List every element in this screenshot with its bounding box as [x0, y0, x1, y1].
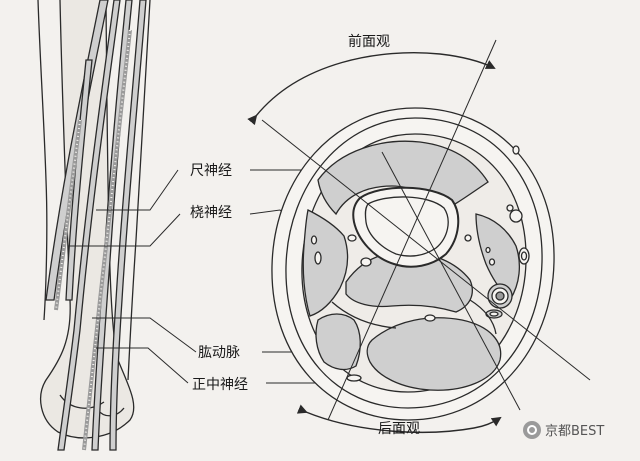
radial-nerve-label: 桡神经 [190, 205, 232, 221]
cross-section [271, 107, 555, 421]
median-nerve-label: 正中神经 [192, 377, 248, 393]
view-arcs [247, 52, 502, 433]
strand-4 [109, 0, 147, 451]
leader-median-left [96, 347, 189, 384]
watermark: 京都BEST [523, 420, 604, 439]
plane-line-1 [261, 119, 591, 381]
strand-2 [57, 0, 121, 451]
muscle-posterior-lower [366, 317, 502, 391]
arm-outline-right [127, 0, 151, 381]
leader-brachial-left [92, 317, 197, 353]
leader-ulnar-left [96, 169, 179, 211]
plane-line-3 [381, 151, 521, 411]
posterior-arc [296, 404, 502, 433]
muscle-posterior-left [315, 313, 361, 371]
anterior-arc [247, 52, 496, 126]
leader-radial-left [68, 213, 181, 247]
humerus-marrow [364, 196, 449, 257]
radial-nerve-vessel [360, 257, 372, 267]
ulnar-nerve-label: 尺神经 [190, 163, 232, 179]
watermark-text: 京都BEST [545, 424, 605, 439]
artery-strand-2 [54, 119, 82, 311]
anterior-view-label: 前面观 [348, 34, 390, 50]
wechat-logo-icon [523, 420, 541, 439]
ulnar-nerve-vessel [509, 209, 523, 223]
arm-side-view [37, 0, 151, 451]
brachial-artery-label: 肱动脉 [198, 345, 240, 361]
arm-outline-left [37, 0, 48, 321]
artery-strand [82, 29, 132, 451]
posterior-view-label: 后面观 [378, 421, 420, 437]
